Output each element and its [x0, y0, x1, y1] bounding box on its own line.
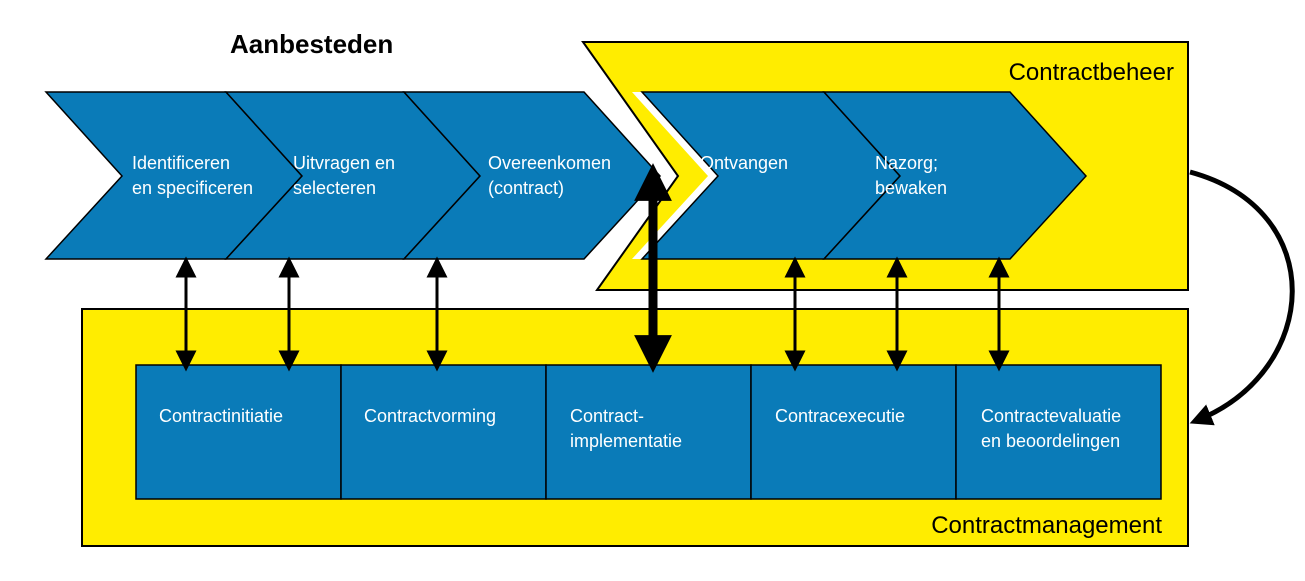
box-label: Contractevaluatie — [981, 406, 1121, 426]
chevron-label: Ontvangen — [700, 153, 788, 173]
curved-arrow — [1189, 169, 1295, 426]
box-label: implementatie — [570, 431, 682, 451]
box-contractvorming — [340, 364, 547, 500]
chevron-label: Nazorg; — [875, 153, 938, 173]
box-label: en beoordelingen — [981, 431, 1120, 451]
box-contract-implementatie — [545, 364, 752, 500]
box-contracexecutie — [750, 364, 957, 500]
chevron-label: (contract) — [488, 178, 564, 198]
box-label: Contract- — [570, 406, 644, 426]
box-label: Contractvorming — [364, 406, 496, 426]
title-aanbesteden: Aanbesteden — [230, 29, 393, 59]
chevron-label: Identificeren — [132, 153, 230, 173]
box-contractinitiatie — [135, 364, 342, 500]
chevron-overeenkomen — [402, 91, 662, 260]
chevron-nazorg — [822, 91, 1088, 260]
box-contractevaluatie — [955, 364, 1162, 500]
box-label: Contracexecutie — [775, 406, 905, 426]
box-label: Contractinitiatie — [159, 406, 283, 426]
chevron-label: selecteren — [293, 178, 376, 198]
title-contractbeheer: Contractbeheer — [1009, 59, 1174, 86]
chevron-label: bewaken — [875, 178, 947, 198]
chevron-label: Uitvragen en — [293, 153, 395, 173]
title-contractmanagement: Contractmanagement — [931, 512, 1162, 539]
chevron-label: en specificeren — [132, 178, 253, 198]
chevron-label: Overeenkomen — [488, 153, 611, 173]
